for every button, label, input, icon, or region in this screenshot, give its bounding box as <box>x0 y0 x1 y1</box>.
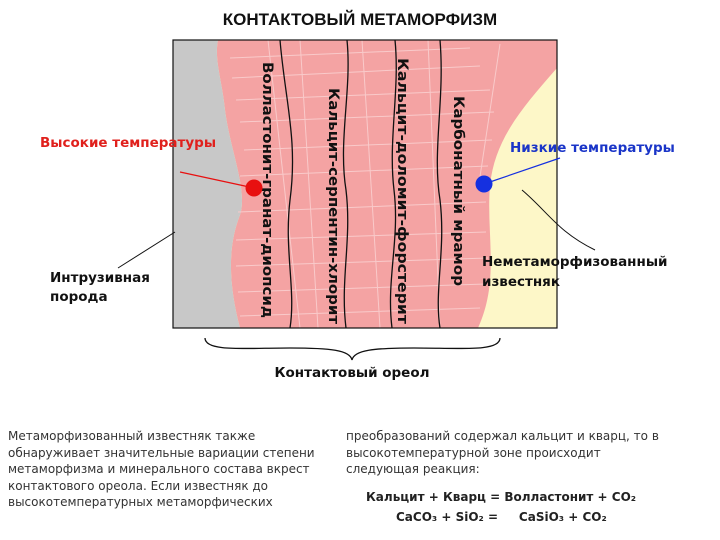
limestone-pointer <box>521 189 596 251</box>
limestone-label-line2: известняк <box>482 274 560 290</box>
limestone-label-line1: Неметаморфизованный <box>482 254 668 270</box>
low-temp-marker <box>475 175 493 193</box>
reaction-equation-formula: CaCO₃ + SiO₂ = CaSiO₃ + CO₂ <box>396 510 607 524</box>
left-paragraph-line: Метаморфизованный известняк также <box>8 429 256 443</box>
contact-aureole-area <box>216 40 557 328</box>
reaction-equation-words: Кальцит + Кварц = Волластонит + CO₂ <box>366 490 637 504</box>
low-temp-pointer <box>483 157 561 185</box>
left-paragraph-line: высокотемпературных метаморфических <box>8 495 273 509</box>
intrusive-rock-area <box>173 40 243 328</box>
high-temp-marker <box>245 179 263 197</box>
zone-label-marble: Карбонатный мрамор <box>450 96 466 286</box>
aureole-label: Контактовый ореол <box>275 365 430 381</box>
zone-label-forsterite: Кальцит-доломит-форстерит <box>394 58 410 325</box>
zone-boundary-1 <box>279 39 294 329</box>
intrusive-label-line1: Интрузивная <box>50 270 150 286</box>
left-paragraph-line: контактового ореола. Если известняк до <box>8 478 269 493</box>
right-paragraph-line: следующая реакция: <box>346 462 480 476</box>
high-temp-label: Высокие температуры <box>40 135 216 151</box>
low-temp-label: Низкие температуры <box>510 140 675 156</box>
intrusive-label-line2: порода <box>50 289 108 305</box>
aureole-brace <box>204 337 501 361</box>
diagram-frame <box>172 39 558 329</box>
right-paragraph-line: преобразований содержал кальцит и кварц,… <box>346 429 659 443</box>
page-title: КОНТАКТОВЫЙ МЕТАМОРФИЗМ <box>222 10 498 29</box>
zone-boundary-2 <box>342 39 349 329</box>
left-paragraph: Метаморфизованный известняк также обнару… <box>8 428 315 511</box>
zone-boundary-3 <box>389 39 397 329</box>
zone-label-wollastonite: Волластонит-гранат-диопсид <box>259 62 275 318</box>
zone-boundaries <box>279 39 443 329</box>
intrusive-pointer <box>117 231 176 269</box>
left-paragraph-line: обнаруживает значительные вариации степе… <box>8 445 315 460</box>
zone-label-serpentine: Кальцит-серпентин-хлорит <box>325 88 341 325</box>
right-paragraph: преобразований содержал кальцит и кварц,… <box>346 428 659 478</box>
left-paragraph-line: метаморфизма и минерального состава вкре… <box>8 462 310 476</box>
right-paragraph-line: высокотемпературной зоне происходит <box>346 445 601 460</box>
grid-lines <box>229 39 501 329</box>
zone-boundary-4 <box>436 39 443 329</box>
high-temp-pointer <box>179 171 255 189</box>
